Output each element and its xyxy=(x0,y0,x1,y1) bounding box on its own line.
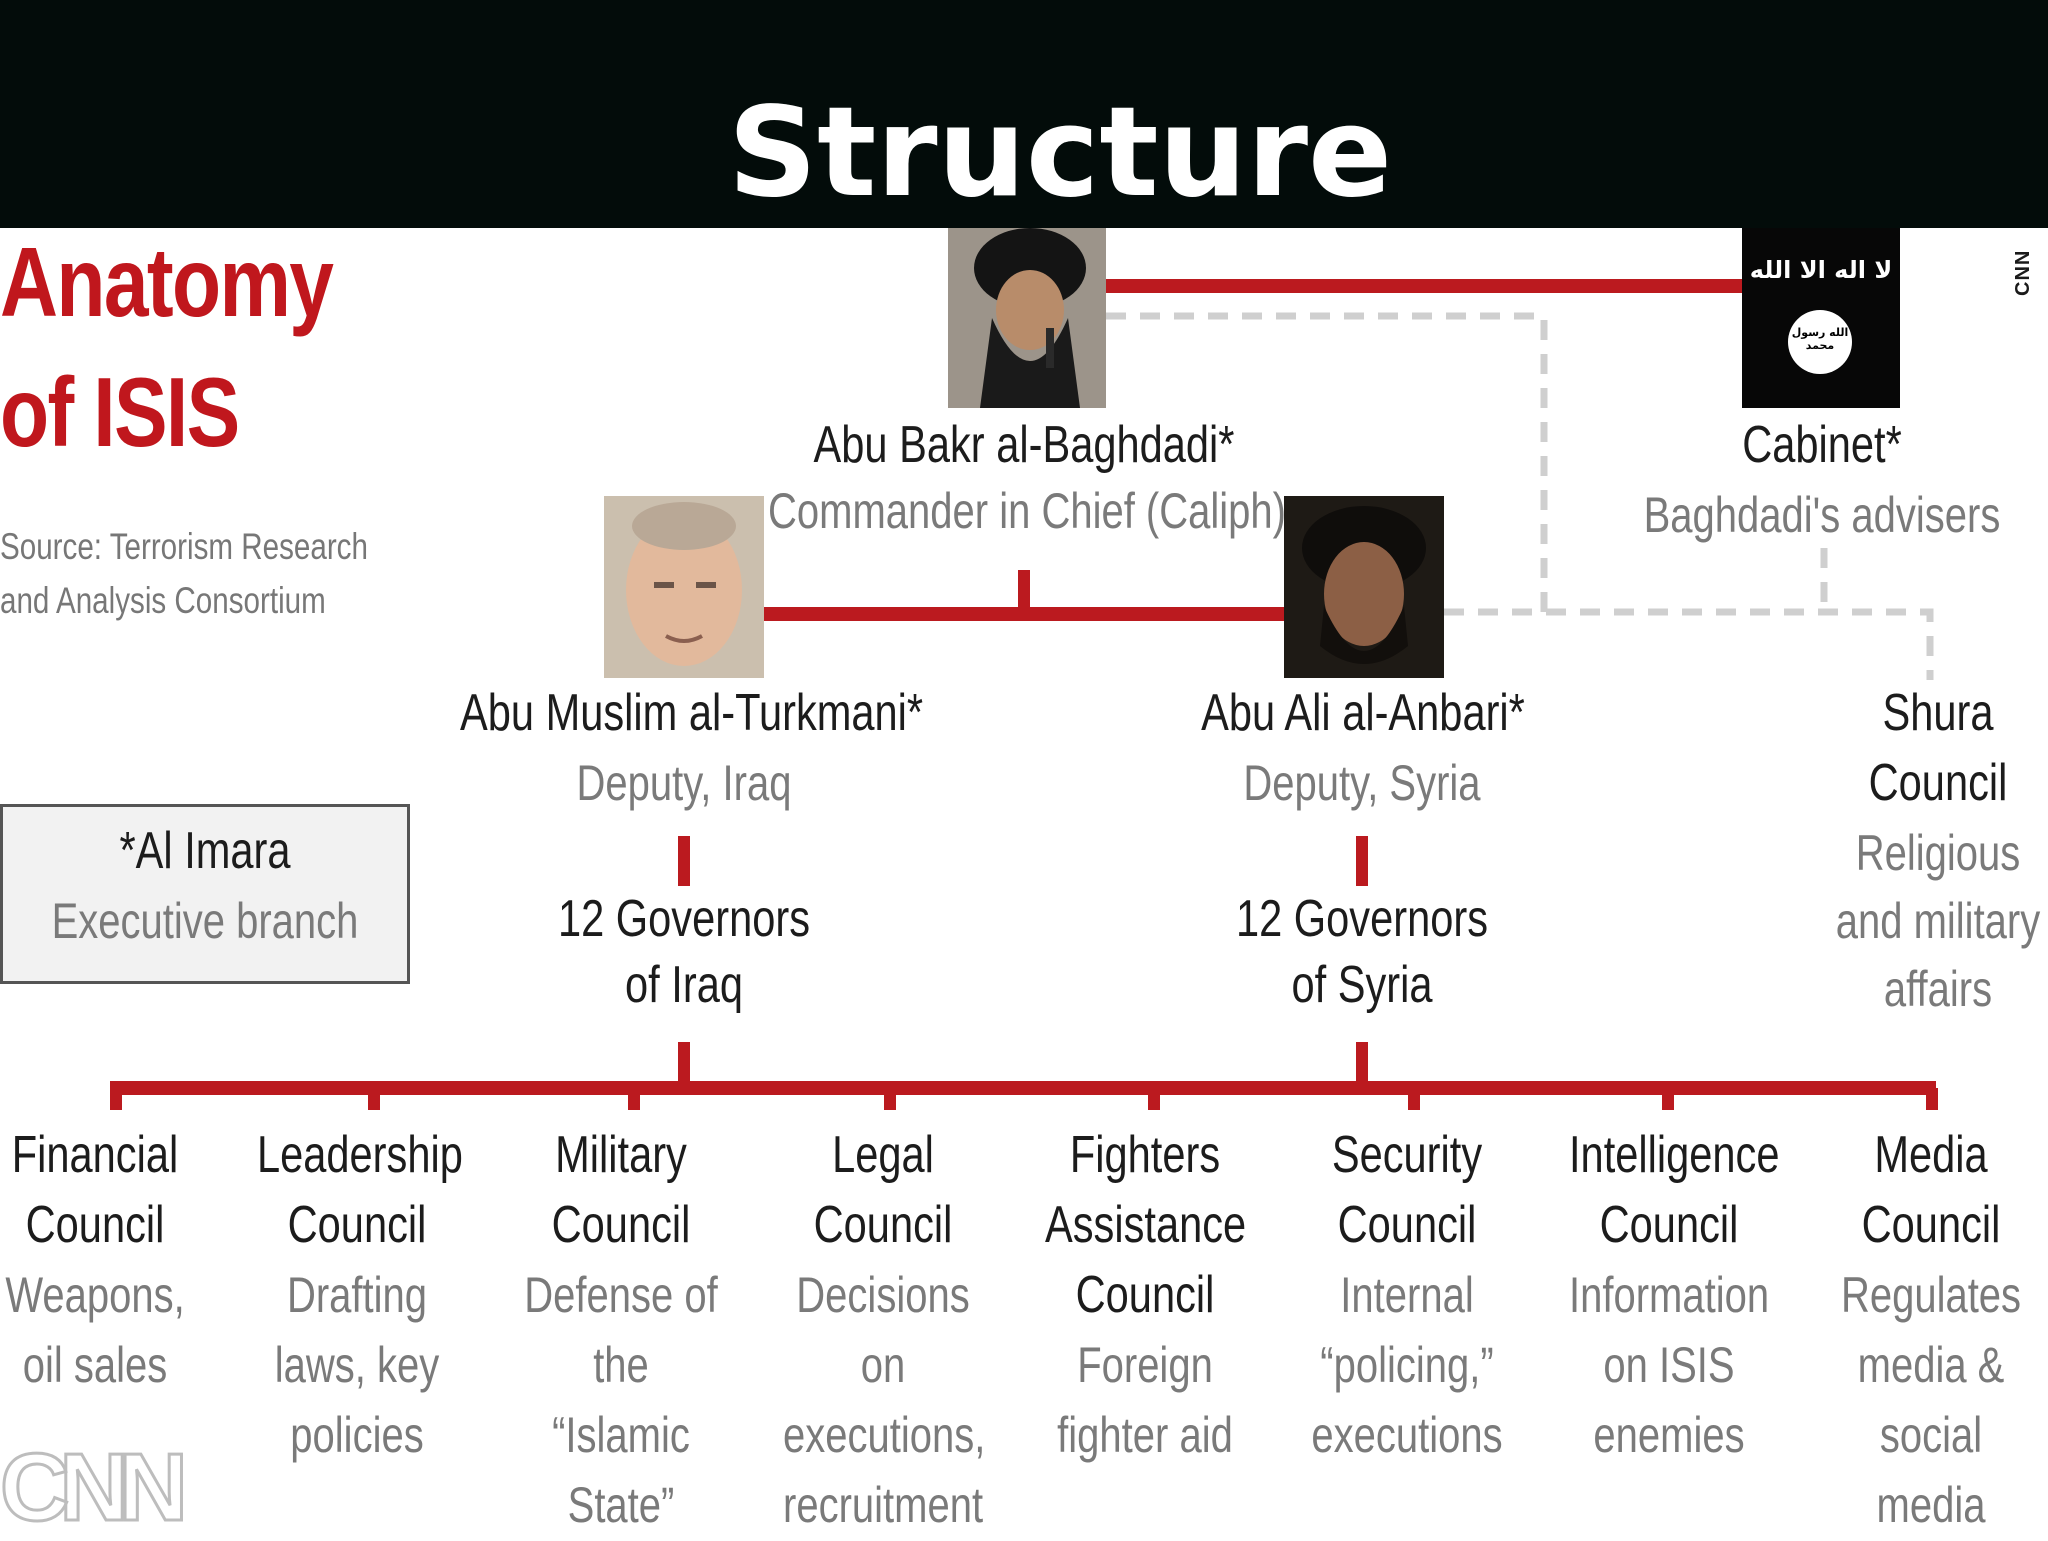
council-desc-line: media & xyxy=(1857,1337,2005,1393)
governors-iraq-line-2: of Iraq xyxy=(625,956,743,1014)
deputy-iraq-role: Deputy, Iraq xyxy=(576,755,792,811)
council-desc-line: Information xyxy=(1569,1267,1770,1323)
anbari-photo xyxy=(1284,496,1444,678)
shura-desc-line-1: Religious xyxy=(1855,825,2021,881)
council-name-line: Council xyxy=(1861,1196,2001,1254)
turkmani-photo xyxy=(604,496,764,678)
heading-line-2: of ISIS xyxy=(0,357,240,467)
council-media: Media Council Regulates media & social m… xyxy=(1831,1120,2031,1540)
council-desc-line: executions xyxy=(1311,1407,1503,1463)
flag-seal-icon xyxy=(1788,310,1852,374)
council-desc-line: the “Islamic xyxy=(552,1337,690,1463)
council-fighters-assistance: Fighters Assistance Council Foreign figh… xyxy=(1045,1120,1247,1470)
person-portrait-icon xyxy=(948,228,1106,408)
council-leadership: Leadership Council Drafting laws, key po… xyxy=(257,1120,463,1470)
council-desc-line: Weapons, xyxy=(5,1267,185,1323)
slide-title: Structure xyxy=(727,81,1393,225)
isis-flag-image: لا اله الا الله الله رسول محمد xyxy=(1742,228,1900,408)
council-security: Security Council Internal “policing,” ex… xyxy=(1307,1120,1507,1470)
council-desc-line: Decisions on xyxy=(796,1267,970,1393)
shura-desc-line-2: and military xyxy=(1835,893,2041,949)
council-desc-line: enemies xyxy=(1593,1407,1745,1463)
person-portrait-icon xyxy=(604,496,764,678)
imara-legend-box xyxy=(0,804,410,984)
deputy-syria-role: Deputy, Syria xyxy=(1243,755,1481,811)
council-desc-line: Internal xyxy=(1340,1267,1474,1323)
council-desc-line: on ISIS xyxy=(1603,1337,1735,1393)
council-name-line: Council xyxy=(25,1196,165,1254)
shura-name-line-2: Council xyxy=(1868,754,2008,812)
council-desc-line: Foreign xyxy=(1077,1337,1213,1393)
council-desc-line: executions, xyxy=(783,1407,986,1463)
council-desc-line: Defense of xyxy=(524,1267,718,1323)
title-banner xyxy=(0,0,2048,228)
council-desc-line: Drafting xyxy=(286,1267,428,1323)
dashed-anbari-shura xyxy=(1444,608,1934,680)
council-name-line: Assistance xyxy=(1045,1196,1247,1254)
flag-top-text: لا اله الا الله xyxy=(1749,256,1893,284)
council-name-line: Legal xyxy=(832,1126,934,1184)
council-financial: Financial Council Weapons, oil sales xyxy=(0,1120,195,1400)
council-desc-line: “policing,” xyxy=(1320,1337,1494,1393)
leader-role: Commander in Chief (Caliph) xyxy=(768,483,1286,539)
council-desc-line: Regulates xyxy=(1840,1267,2022,1323)
heading-line-1: Anatomy xyxy=(0,227,334,337)
council-name-line: Council xyxy=(287,1196,427,1254)
council-name-line: Fighters xyxy=(1069,1126,1221,1184)
council-legal: Legal Council Decisions on executions, r… xyxy=(783,1120,986,1540)
council-name-line: Military xyxy=(555,1126,687,1184)
council-desc-line: policies xyxy=(290,1407,424,1463)
council-desc-line: State” xyxy=(567,1477,675,1533)
source-line-2: and Analysis Consortium xyxy=(0,580,326,621)
cabinet-role: Baghdadi's advisers xyxy=(1643,487,2001,543)
council-intelligence: Intelligence Council Information on ISIS… xyxy=(1569,1120,1780,1470)
council-military: Military Council Defense of the “Islamic… xyxy=(521,1120,721,1540)
dashed-leader-advisory xyxy=(1106,312,1548,612)
council-name-line: Financial xyxy=(11,1126,179,1184)
council-name-line: Security xyxy=(1331,1126,1483,1184)
source-line-1: Source: Terrorism Research xyxy=(0,526,368,567)
council-desc-line: recruitment xyxy=(783,1477,984,1533)
council-name-line: Leadership xyxy=(257,1126,463,1184)
governors-syria-line-1: 12 Governors xyxy=(1235,890,1489,948)
council-name-line: Council xyxy=(551,1196,691,1254)
imara-title: *Al Imara xyxy=(119,822,291,880)
deputy-syria-name: Abu Ali al-Anbari* xyxy=(1201,684,1525,742)
leader-name: Abu Bakr al-Baghdadi* xyxy=(813,416,1235,474)
baghdadi-photo xyxy=(948,228,1106,408)
governors-syria-line-2: of Syria xyxy=(1291,956,1433,1014)
flag-seal-text: الله رسول محمد xyxy=(1791,326,1849,352)
cnn-logo: CNN xyxy=(0,1434,189,1541)
governors-iraq-line-1: 12 Governors xyxy=(557,890,811,948)
council-name-line: Council xyxy=(1075,1266,1215,1324)
council-desc-line: fighter aid xyxy=(1057,1407,1233,1463)
council-name-line: Council xyxy=(1599,1196,1739,1254)
council-desc-line: oil sales xyxy=(22,1337,168,1393)
council-name-line: Council xyxy=(1337,1196,1477,1254)
council-name-line: Media xyxy=(1874,1126,1988,1184)
cabinet-name: Cabinet* xyxy=(1742,416,1902,474)
council-desc-line: laws, key xyxy=(274,1337,440,1393)
deputy-iraq-name: Abu Muslim al-Turkmani* xyxy=(460,684,924,742)
imara-subtitle: Executive branch xyxy=(51,893,359,949)
shura-name-line-1: Shura xyxy=(1882,684,1994,742)
council-name-line: Intelligence xyxy=(1569,1126,1780,1184)
council-name-line: Council xyxy=(813,1196,953,1254)
person-portrait-icon xyxy=(1284,496,1444,678)
shura-desc-line-3: affairs xyxy=(1883,961,1993,1017)
council-desc-line: social media xyxy=(1876,1407,1986,1533)
